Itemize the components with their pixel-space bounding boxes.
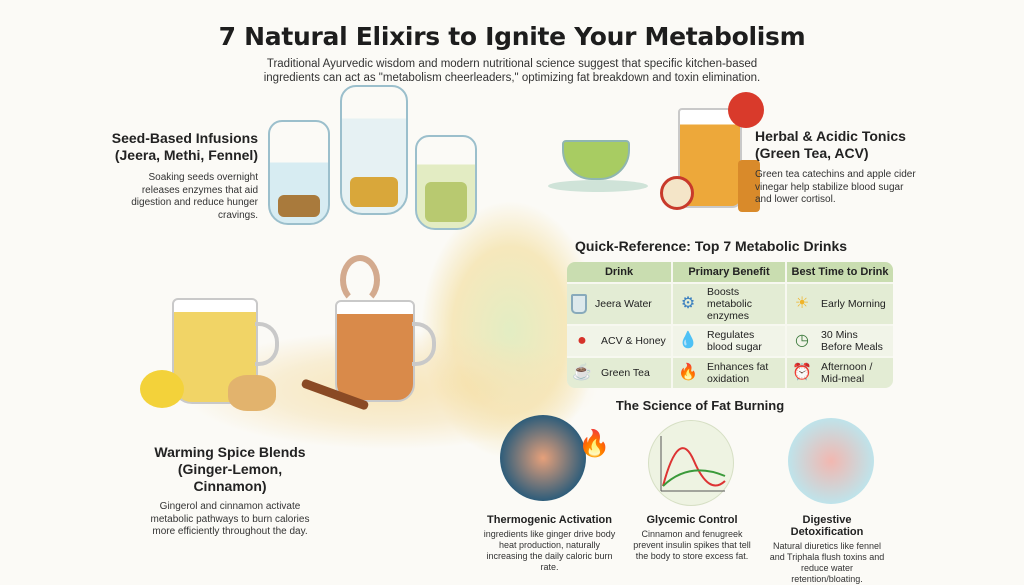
lemon-icon [140,370,184,408]
table-row: ☕ Green Tea 🔥 Enhances fat oxidation ⏰ Afte… [567,356,893,388]
plate-clock-icon: ◷ [795,332,809,349]
jeera-jar-illustration [268,120,330,225]
science-item: Glycemic Control Cinnamon and fenugreek … [632,514,752,562]
table-title: Quick-Reference: Top 7 Metabolic Drinks [575,238,848,254]
science-title: The Science of Fat Burning [615,398,785,413]
steam-swirl [340,255,380,305]
methi-jar-illustration [340,85,408,215]
flame-icon: 🔥 [678,364,698,381]
apple-icon [728,92,764,128]
warming-section: Warming Spice Blends (Ginger-Lemon, Cinn… [140,444,320,539]
ginger-icon [228,375,276,411]
time-text: Afternoon / Mid-meal [821,361,873,385]
page-title: 7 Natural Elixirs to Ignite Your Metabol… [218,22,806,51]
flame-icon: 🔥 [578,428,611,458]
blood-drop-icon: 💧 [678,332,698,349]
herbal-text: Green tea catechins and apple cider vine… [755,169,916,205]
time-text: Early Morning [821,298,886,310]
green-tea-cup-illustration [562,140,630,180]
science-item: Digestive Detoxification Natural diureti… [766,514,888,585]
warming-text: Gingerol and cinnamon activate metabolic… [150,501,310,537]
cinnamon-mug-illustration [335,300,415,402]
column-header-time: Best Time to Drink [787,262,893,282]
seed-section: Seed-Based Infusions (Jeera, Methi, Fenn… [110,130,258,222]
benefit-text: Enhances fat oxidation [707,361,769,385]
benefit-text: Boosts metabolic enzymes [707,286,752,322]
column-header-benefit: Primary Benefit [673,262,787,282]
table-row: ● ACV & Honey 💧 Regulates blood sugar ◷ 30 … [567,324,893,356]
table-header-row: Drink Primary Benefit Best Time to Drink [567,262,893,282]
digestive-system-illustration [788,418,874,504]
science-item-text: ingredients like ginger drive body heat … [483,529,616,572]
drink-name: Jeera Water [595,298,652,310]
clock-icon: ⏰ [792,364,812,381]
glass-icon [571,294,587,314]
apple-honey-icon: ● [577,332,587,349]
sunrise-icon: ☀ [794,295,810,312]
warming-title: Warming Spice Blends (Ginger-Lemon, Cinn… [154,444,306,494]
drink-name: ACV & Honey [601,335,666,347]
mug-handle [412,322,436,366]
seed-title: Seed-Based Infusions (Jeera, Methi, Fenn… [111,130,258,163]
column-header-drink: Drink [567,262,673,282]
quick-reference-table: Drink Primary Benefit Best Time to Drink… [567,262,893,388]
science-item-text: Cinnamon and fenugreek prevent insulin s… [633,529,751,561]
seed-text: Soaking seeds overnight releases enzymes… [131,172,258,221]
science-item-title: Digestive Detoxification [790,514,864,538]
benefit-text: Regulates blood sugar [707,329,762,353]
time-text: 30 Mins Before Meals [821,329,883,353]
vinegar-bottle-illustration [738,160,760,212]
glycemic-chart-illustration [648,420,734,506]
science-item-text: Natural diuretics like fennel and Tripha… [769,541,885,584]
subtitle: Traditional Ayurvedic wisdom and modern … [263,58,761,84]
science-item-title: Glycemic Control [646,514,738,526]
thermogenic-body-illustration [500,415,586,501]
apple-slice-icon [660,176,694,210]
herbal-title: Herbal & Acidic Tonics (Green Tea, ACV) [755,128,906,161]
saucer-illustration [548,180,648,192]
fennel-jar-illustration [415,135,477,230]
gear-icon: ⚙ [680,295,696,312]
tea-cup-icon: ☕ [572,364,592,381]
science-item-title: Thermogenic Activation [487,514,612,526]
glucose-curve-icon [660,436,726,492]
mug-handle [255,322,279,366]
herbal-section: Herbal & Acidic Tonics (Green Tea, ACV) … [755,128,920,207]
drink-name: Green Tea [601,367,650,379]
science-item: Thermogenic Activation ingredients like … [482,514,617,573]
table-row: Jeera Water ⚙ Boosts metabolic enzymes ☀ E… [567,282,893,324]
